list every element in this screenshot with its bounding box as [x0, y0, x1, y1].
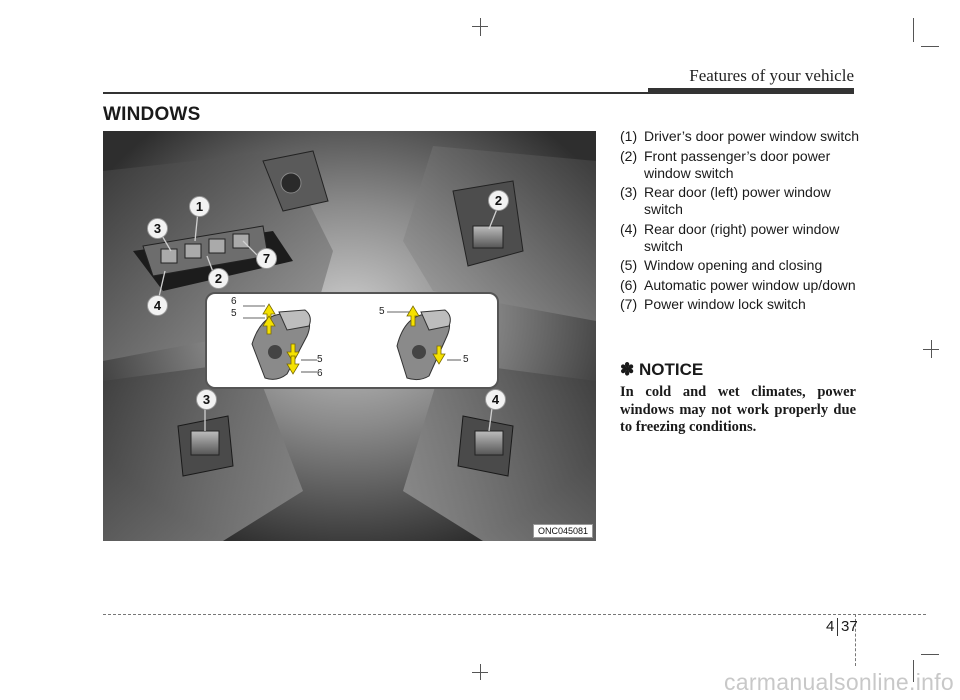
page-number-separator — [837, 618, 838, 636]
crop-mark-right-middle-h — [923, 349, 939, 350]
window-switch-illustration: 1 3 2 4 7 2 3 4 — [103, 131, 596, 541]
callout-2-passenger: 2 — [488, 190, 509, 211]
component-list: (1)Driver’s door power window switch (2)… — [620, 128, 870, 316]
switch-detail-graphic — [243, 303, 461, 381]
watermark: carmanualsonline.info — [723, 669, 954, 695]
crop-mark-bottom-right-h — [921, 654, 939, 655]
crop-mark-top-center-v — [480, 18, 481, 36]
inset-label-6-bottom: 6 — [317, 368, 323, 379]
notice-title: ✽ NOTICE — [620, 360, 704, 379]
list-item: (5)Window opening and closing — [620, 257, 823, 273]
inset-label-5-top: 5 — [231, 308, 237, 319]
inset-label-5-bottom: 5 — [317, 354, 323, 365]
crop-mark-bottom-right-v — [913, 660, 914, 682]
callout-3-rear-left: 3 — [196, 389, 217, 410]
list-item: (4)Rear door (right) power window switch — [620, 220, 840, 254]
callout-4-rear-right: 4 — [485, 389, 506, 410]
notice-body: In cold and wet climates, power windows … — [620, 384, 856, 435]
callout-1: 1 — [189, 196, 210, 217]
crop-mark-top-center-h — [472, 26, 488, 27]
crop-mark-top-right-h — [921, 46, 939, 47]
inset-label-5-right-bottom: 5 — [463, 354, 469, 365]
page-number: 37 — [841, 618, 858, 635]
callout-3: 3 — [147, 218, 168, 239]
crop-mark-top-right-v — [913, 18, 914, 42]
list-item: (1)Driver’s door power window switch — [620, 128, 860, 144]
list-item: (2)Front passenger’s door power window s… — [620, 147, 831, 181]
inset-label-6-top: 6 — [231, 296, 237, 307]
callout-7: 7 — [256, 248, 277, 269]
header-rule — [103, 92, 648, 94]
callout-2: 2 — [208, 268, 229, 289]
footer-vertical-rule — [855, 614, 856, 666]
callout-4: 4 — [147, 295, 168, 316]
footer-rule — [103, 614, 926, 615]
section-title: WINDOWS — [103, 104, 201, 125]
list-item: (7)Power window lock switch — [620, 296, 806, 312]
figure-code: ONC045081 — [532, 524, 593, 538]
crop-mark-bottom-center-h — [472, 672, 488, 673]
list-item: (3)Rear door (left) power window switch — [620, 184, 831, 217]
header-title: Features of your vehicle — [689, 66, 854, 85]
switch-detail-inset: 6 5 5 6 5 5 — [205, 292, 499, 389]
chapter-number: 4 — [826, 618, 835, 635]
inset-label-5-right-top: 5 — [379, 306, 385, 317]
list-item: (6)Automatic power window up/down — [620, 276, 856, 293]
header-bar — [648, 88, 854, 94]
